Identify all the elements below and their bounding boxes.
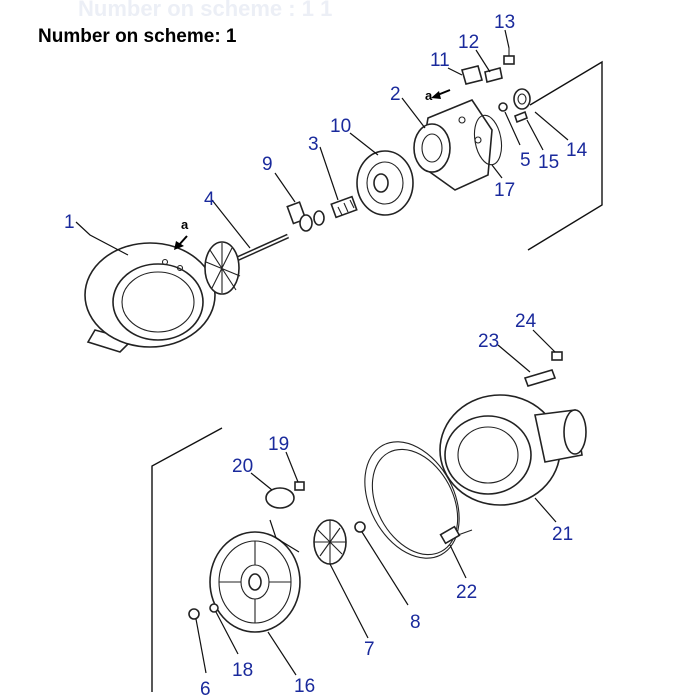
callout-24: 24	[515, 311, 537, 332]
callout-17: 17	[494, 180, 515, 201]
callout-1: 1	[64, 212, 75, 233]
part-22-vband-clamp	[364, 441, 473, 559]
svg-text:a: a	[425, 88, 433, 103]
callout-20: 20	[232, 456, 253, 477]
part-15-pin	[514, 110, 528, 124]
callout-4: 4	[204, 189, 215, 210]
callout-11: 11	[430, 50, 450, 71]
callout-10: 10	[330, 116, 351, 137]
part-7-compressor-wheel	[313, 519, 347, 565]
watermark-text: Number on scheme : 1 1	[78, 0, 333, 21]
part-20-clip	[265, 487, 295, 509]
callout-7: 7	[364, 639, 375, 660]
callout-12: 12	[458, 32, 479, 53]
frame-upper-right	[527, 60, 603, 251]
callout-21: 21	[552, 524, 573, 545]
part-6-nut	[188, 608, 200, 620]
frame-lower-left	[151, 427, 223, 692]
part-8-nut	[354, 521, 366, 533]
callout-2: 2	[390, 84, 401, 105]
part-5-washer	[498, 102, 508, 112]
callout-5: 5	[520, 150, 531, 171]
callout-23: 23	[478, 331, 499, 352]
view-arrow-a-right: a	[425, 88, 451, 103]
part-2-center-housing	[413, 99, 493, 191]
callout-18: 18	[232, 660, 253, 681]
part-16-back-plate	[209, 531, 301, 633]
callout-13: 13	[494, 12, 515, 33]
part-3-bearing	[330, 195, 358, 219]
callout-16: 16	[294, 676, 315, 697]
svg-text:a: a	[181, 217, 189, 232]
view-arrow-a-left: a	[174, 217, 189, 250]
callout-8: 8	[410, 612, 421, 633]
callout-9: 9	[262, 154, 273, 175]
part-21-compressor-housing	[439, 394, 587, 506]
callout-22: 22	[456, 582, 477, 603]
part-4-turbine-shaft	[204, 233, 290, 295]
callout-19: 19	[268, 434, 289, 455]
leader-lines	[75, 29, 569, 676]
callout-14: 14	[566, 140, 588, 161]
callout-numbers: 1 2 3 4 5 6 7 8 9 10 11 12 13 14 15 16 1…	[64, 12, 588, 700]
part-12-bracket	[484, 67, 503, 83]
part-17-oring	[473, 114, 503, 166]
part-24-bolt	[551, 351, 563, 361]
callout-6: 6	[200, 679, 211, 700]
callout-15: 15	[538, 152, 559, 173]
part-14-nut	[513, 88, 531, 110]
part-9-seal	[286, 201, 325, 232]
part-23-clip	[523, 369, 557, 387]
part-1-turbine-housing	[84, 242, 216, 353]
part-19-bolt	[294, 481, 305, 491]
part-18-washer	[209, 603, 219, 613]
part-13-bolt	[503, 48, 515, 65]
scheme-heading: Number on scheme: 1	[38, 26, 237, 47]
part-11-plate	[461, 65, 483, 85]
part-10-heat-shield	[356, 150, 414, 216]
callout-3: 3	[308, 134, 319, 155]
